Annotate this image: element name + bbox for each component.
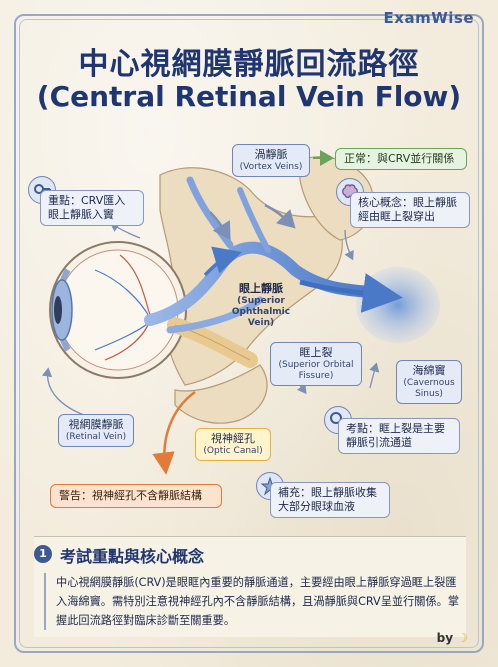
cavernous-en1: (Cavernous bbox=[403, 378, 455, 388]
superior-orbital-fissure-label: 眶上裂 (Superior Orbital Fissure) bbox=[270, 342, 362, 386]
cavernous-sinus-shape bbox=[356, 267, 440, 343]
core-concept-line2: 經由眶上裂穿出 bbox=[358, 210, 435, 223]
superior-fissure-en2: Fissure) bbox=[298, 371, 334, 381]
superior-ophthalmic-zh: 眼上靜脈 bbox=[239, 282, 283, 295]
page-title: 中心視網膜靜脈回流路徑 bbox=[78, 47, 420, 82]
superior-ophthalmic-vein-label: 眼上靜脈 (Superior Ophthalmic Vein) bbox=[218, 280, 304, 331]
superior-ophthalmic-en2: Ophthalmic Vein) bbox=[231, 307, 291, 328]
warning-arrow bbox=[152, 390, 196, 475]
cavernous-sinus-label: 海綿竇 (Cavernous Sinus) bbox=[396, 360, 462, 404]
focus-note: 重點：CRV匯入 眼上靜脈入竇 bbox=[40, 190, 144, 226]
supplement-line1: 補充：眼上靜脈收集 bbox=[278, 486, 377, 499]
flow-arrows bbox=[203, 203, 403, 313]
focus-note-line1: 重點：CRV匯入 bbox=[48, 194, 126, 207]
optic-canal-en: (Optic Canal) bbox=[203, 446, 263, 456]
core-concept-line1: 核心概念：眼上靜脈 bbox=[358, 196, 457, 209]
vortex-vein-en: (Vortex Veins) bbox=[239, 162, 303, 172]
superior-fissure-en1: (Superior Orbital bbox=[278, 360, 354, 370]
vortex-vein-label: 渦靜脈 (Vortex Veins) bbox=[232, 144, 310, 177]
signature: by ☽ bbox=[437, 631, 468, 645]
superior-ophthalmic-en1: (Superior bbox=[237, 296, 285, 306]
retinal-vein-zh: 視網膜靜脈 bbox=[68, 418, 124, 431]
focus-note-line2: 眼上靜脈入竇 bbox=[48, 208, 114, 221]
outer-frame bbox=[14, 14, 484, 653]
banana-icon: ☽ bbox=[457, 631, 468, 645]
exam-point-note: 考點：眶上裂是主要 靜脈引流通道 bbox=[338, 418, 460, 454]
optic-canal-label: 視神經孔 (Optic Canal) bbox=[195, 428, 271, 461]
optic-canal-zh: 視神經孔 bbox=[211, 432, 255, 445]
cavernous-zh: 海綿竇 bbox=[412, 364, 446, 377]
supplement-line2: 大部分眼球血液 bbox=[278, 500, 355, 513]
inner-frame bbox=[19, 19, 479, 648]
exam-point-line2: 靜脈引流通道 bbox=[346, 436, 412, 449]
brand-logo: ExamWise bbox=[383, 9, 474, 27]
vortex-vein-zh: 渦靜脈 bbox=[254, 148, 288, 161]
summary-section: 1 考試重點與核心概念 中心視網膜靜脈(CRV)是眼眶內重要的靜脈通道，主要經由… bbox=[34, 536, 466, 637]
signature-text: by bbox=[436, 631, 454, 645]
cavernous-en2: Sinus) bbox=[415, 389, 443, 399]
superior-fissure-zh: 眶上裂 bbox=[299, 346, 333, 359]
summary-title: 考試重點與核心概念 bbox=[60, 547, 205, 566]
retinal-vein-label: 視網膜靜脈 (Retinal Vein) bbox=[58, 414, 134, 447]
retinal-vein-en: (Retinal Vein) bbox=[65, 432, 127, 442]
page-subtitle: (Central Retinal Vein Flow) bbox=[36, 80, 462, 113]
core-concept-note: 核心概念：眼上靜脈 經由眶上裂穿出 bbox=[350, 192, 470, 228]
normal-note: 正常：與CRV並行關係 bbox=[335, 148, 467, 170]
summary-text: 中心視網膜靜脈(CRV)是眼眶內重要的靜脈通道，主要經由眼上靜脈穿過眶上裂匯入海… bbox=[44, 573, 460, 630]
supplement-note: 補充：眼上靜脈收集 大部分眼球血液 bbox=[270, 482, 390, 518]
summary-number-badge: 1 bbox=[34, 545, 52, 563]
exam-point-line1: 考點：眶上裂是主要 bbox=[346, 422, 445, 435]
warning-note: 警告：視神經孔不含靜脈結構 bbox=[50, 484, 222, 508]
